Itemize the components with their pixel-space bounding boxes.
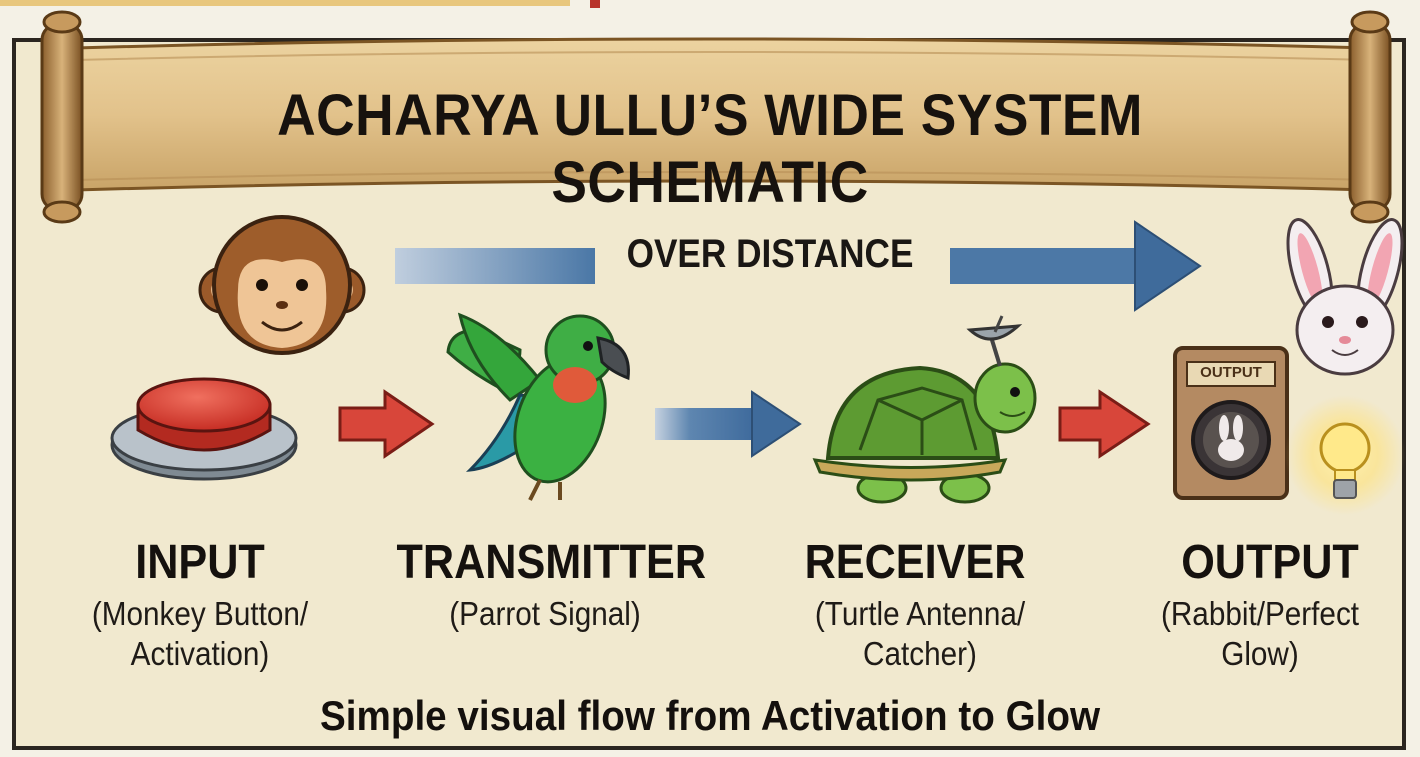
output-box-label: OUTPUT (1200, 364, 1262, 381)
footer-caption: Simple visual flow from Activation to Gl… (319, 692, 1101, 739)
turtle-antenna-icon (812, 315, 1037, 504)
parrot-icon (446, 312, 630, 501)
stage-name-transmitter: TRANSMITTER (396, 536, 707, 589)
stage-desc-output-line2: Glow) (1221, 635, 1299, 672)
page-title: ACHARYA ULLU’S WIDE SYSTEM SCHEMATIC (277, 83, 1143, 215)
stage-name-input: INPUT (135, 536, 265, 589)
stage-name-receiver: RECEIVER (804, 536, 1026, 589)
stage-desc-output-line1: (Rabbit/Perfect (1160, 595, 1360, 632)
output-box-icon (1173, 346, 1289, 500)
top-mark (590, 0, 600, 8)
stage-name-output: OUTPUT (1181, 536, 1359, 589)
over-distance-label: OVER DISTANCE (626, 232, 914, 276)
lightbulb-icon (1285, 395, 1405, 515)
red-arrow-1 (338, 389, 435, 459)
stage-desc-input-line2: Activation) (130, 635, 270, 672)
top-strip (0, 0, 570, 6)
blue-arrow-middle (655, 390, 802, 458)
red-arrow-2 (1058, 389, 1151, 459)
monkey-icon (198, 215, 366, 355)
rabbit-icon (1286, 218, 1404, 376)
stage-desc-input-line1: (Monkey Button/ (91, 595, 309, 632)
stage-desc-receiver-line1: (Turtle Antenna/ (814, 595, 1026, 632)
scroll-banner (40, 10, 1392, 224)
stage-desc-transmitter-line1: (Parrot Signal) (449, 595, 641, 632)
red-button-icon (110, 377, 298, 481)
stage-desc-receiver-line2: Catcher) (863, 635, 977, 672)
over-distance-arrow (395, 220, 1202, 312)
